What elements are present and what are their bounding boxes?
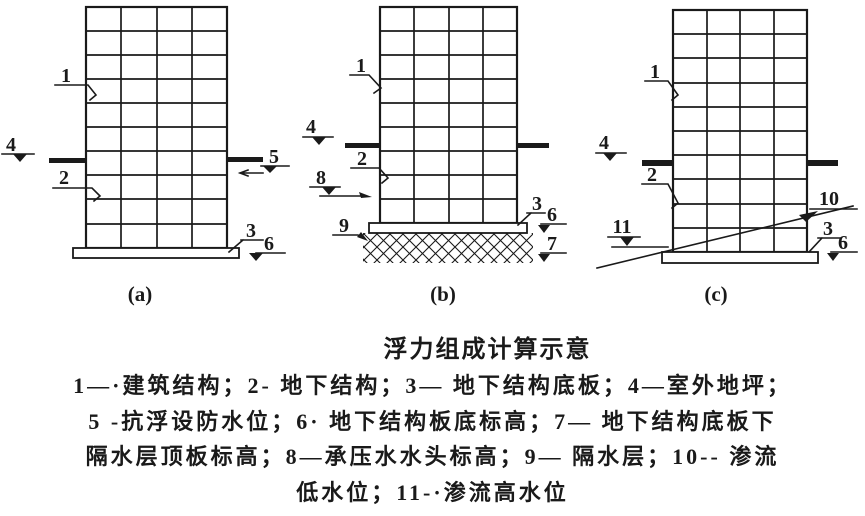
- label-base-slab: 3: [532, 193, 542, 215]
- panel-caption-b: (b): [430, 282, 456, 306]
- label-aquitard-top-elevation: 7: [547, 233, 557, 255]
- panel-c: 1 2 3 4 6 10 11 (c): [595, 8, 858, 306]
- ground-level-bar-left: [49, 158, 86, 163]
- arrowhead-icon: [359, 192, 372, 198]
- label-slab-bottom-elevation: 6: [838, 232, 848, 254]
- label-building-structure: 1: [61, 65, 71, 87]
- legend-line-4: 低水位；11-·渗流高水位: [296, 479, 569, 505]
- label-underground-structure: 2: [357, 148, 367, 170]
- ground-level-bar-right: [227, 157, 263, 162]
- label-outdoor-ground: 4: [306, 116, 316, 138]
- label-base-slab: 3: [823, 218, 833, 240]
- panel-caption-a: (a): [128, 282, 153, 306]
- water-level-icon: [538, 254, 550, 262]
- basement-slab: [661, 251, 819, 264]
- water-level-icon: [263, 166, 277, 173]
- leader-line: [641, 183, 680, 210]
- label-seepage-low-level: 10: [819, 188, 839, 210]
- building-grid: [673, 10, 807, 252]
- label-outdoor-ground: 4: [599, 132, 609, 154]
- leader-line: [54, 84, 98, 102]
- figure-legend: 1—·建筑结构；2- 地下结构；3— 地下结构底板；4—室外地坪； 5 -抗浮设…: [0, 368, 865, 510]
- label-building-structure: 1: [356, 55, 366, 77]
- ground-level-bar-left: [345, 143, 380, 148]
- water-level-icon: [249, 253, 263, 261]
- building-grid: [86, 7, 227, 248]
- label-design-water-level: 5: [269, 146, 279, 168]
- arrowhead-icon: [799, 211, 818, 222]
- water-level-icon: [620, 237, 634, 246]
- basement-slab: [72, 247, 240, 259]
- water-level-icon: [13, 154, 27, 162]
- legend-line-3: 隔水层顶板标高；8—承压水水头标高；9— 隔水层；10-- 渗流: [85, 444, 780, 469]
- label-outdoor-ground: 4: [6, 134, 16, 156]
- aquitard-hatch: [363, 233, 533, 263]
- label-slab-bottom-elevation: 6: [264, 233, 274, 255]
- ground-level-bar-right: [807, 160, 838, 166]
- water-level-icon: [827, 253, 839, 261]
- water-level-icon: [312, 137, 326, 145]
- leader-line: [349, 74, 383, 95]
- basement-slab: [368, 222, 528, 234]
- leader-line: [516, 211, 546, 227]
- label-underground-structure: 2: [59, 167, 69, 189]
- legend-line-1: 1—·建筑结构；2- 地下结构；3— 地下结构底板；4—室外地坪；: [73, 373, 792, 398]
- label-base-slab: 3: [246, 220, 256, 242]
- label-confined-head: 8: [316, 167, 326, 189]
- ground-level-bar-right: [517, 143, 549, 148]
- leader-line: [807, 236, 841, 254]
- label-slab-bottom-elevation: 6: [547, 204, 557, 226]
- level-mark-line: [607, 236, 669, 248]
- panel-a: 1 2 3 4 5 6 (a): [1, 5, 290, 306]
- buoyancy-diagrams-canvas: 1 2 3 4 5 6 (a): [1, 5, 858, 306]
- legend-line-2: 5 -抗浮设防水位；6· 地下结构板底标高；7— 地下结构底板下: [88, 408, 777, 434]
- label-building-structure: 1: [650, 61, 660, 83]
- leader-line: [227, 238, 264, 254]
- water-level-icon: [538, 225, 550, 233]
- label-underground-structure: 2: [647, 164, 657, 186]
- building-grid: [380, 7, 517, 223]
- label-aquitard: 9: [339, 215, 349, 237]
- leader-line: [350, 167, 390, 185]
- ground-level-bar-left: [642, 160, 673, 166]
- panel-b: 1 2 3 4 6 7 8 9: [302, 5, 567, 306]
- label-seepage-high-level: 11: [613, 216, 632, 238]
- panel-caption-c: (c): [704, 282, 727, 306]
- leader-line: [644, 80, 680, 102]
- arrowhead-icon: [357, 232, 368, 241]
- water-level-icon: [322, 187, 336, 195]
- water-level-icon: [603, 153, 617, 161]
- leader-line: [52, 187, 102, 203]
- figure-title: 浮力组成计算示意: [383, 337, 592, 363]
